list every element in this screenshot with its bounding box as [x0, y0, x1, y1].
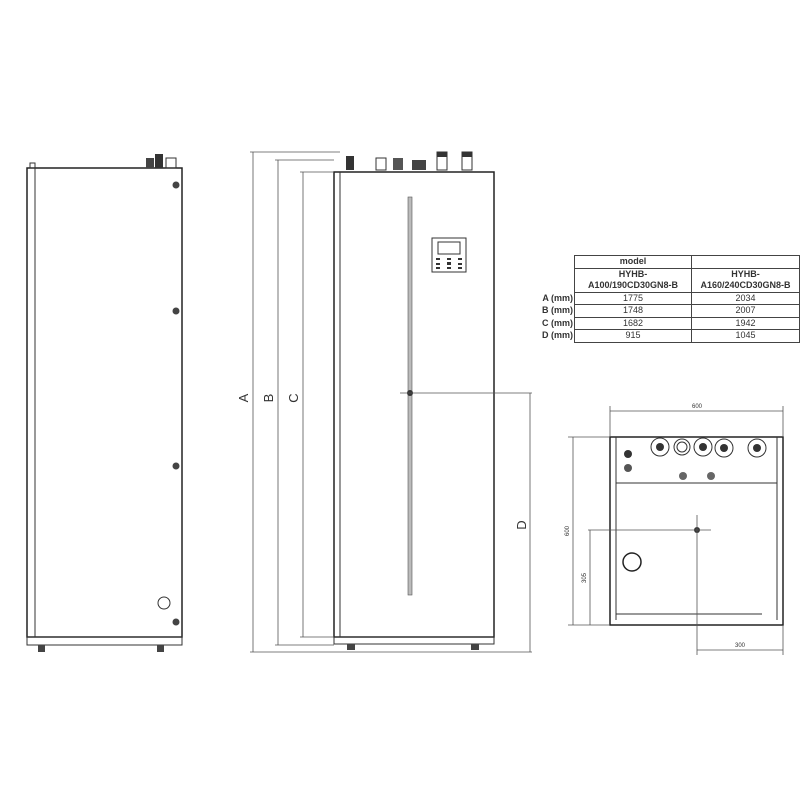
top-view-width-label: 600 — [692, 404, 703, 410]
model-1: HYHB-A100/190CD30GN8-B — [574, 267, 692, 293]
side-view — [26, 154, 183, 652]
table-row: HYHB-A100/190CD30GN8-B HYHB-A160/240CD30… — [530, 267, 800, 293]
top-fittings — [146, 154, 177, 169]
top-view: 600 600 305 300 — [565, 404, 784, 655]
header-model: model — [574, 255, 692, 269]
control-panel — [431, 237, 467, 273]
top-view-center-x-label: 300 — [735, 643, 746, 649]
dimension-label-b: B — [261, 394, 276, 403]
dimension-label-a: A — [236, 393, 251, 402]
top-view-depth-label: 600 — [565, 525, 571, 536]
dimension-label-c: C — [286, 393, 301, 402]
top-view-center-y-label: 305 — [582, 572, 588, 583]
model-2: HYHB-A160/240CD30GN8-B — [691, 267, 800, 293]
screws — [172, 181, 180, 626]
dimension-lines: A B C D — [236, 151, 532, 653]
dimension-label-d: D — [514, 520, 529, 529]
dimensions-table: model HYHB-A100/190CD30GN8-B HYHB-A160/2… — [530, 255, 800, 343]
top-fittings — [346, 151, 473, 171]
pipe-connections — [624, 437, 767, 480]
table-row: model — [530, 255, 800, 269]
front-view — [333, 151, 532, 650]
